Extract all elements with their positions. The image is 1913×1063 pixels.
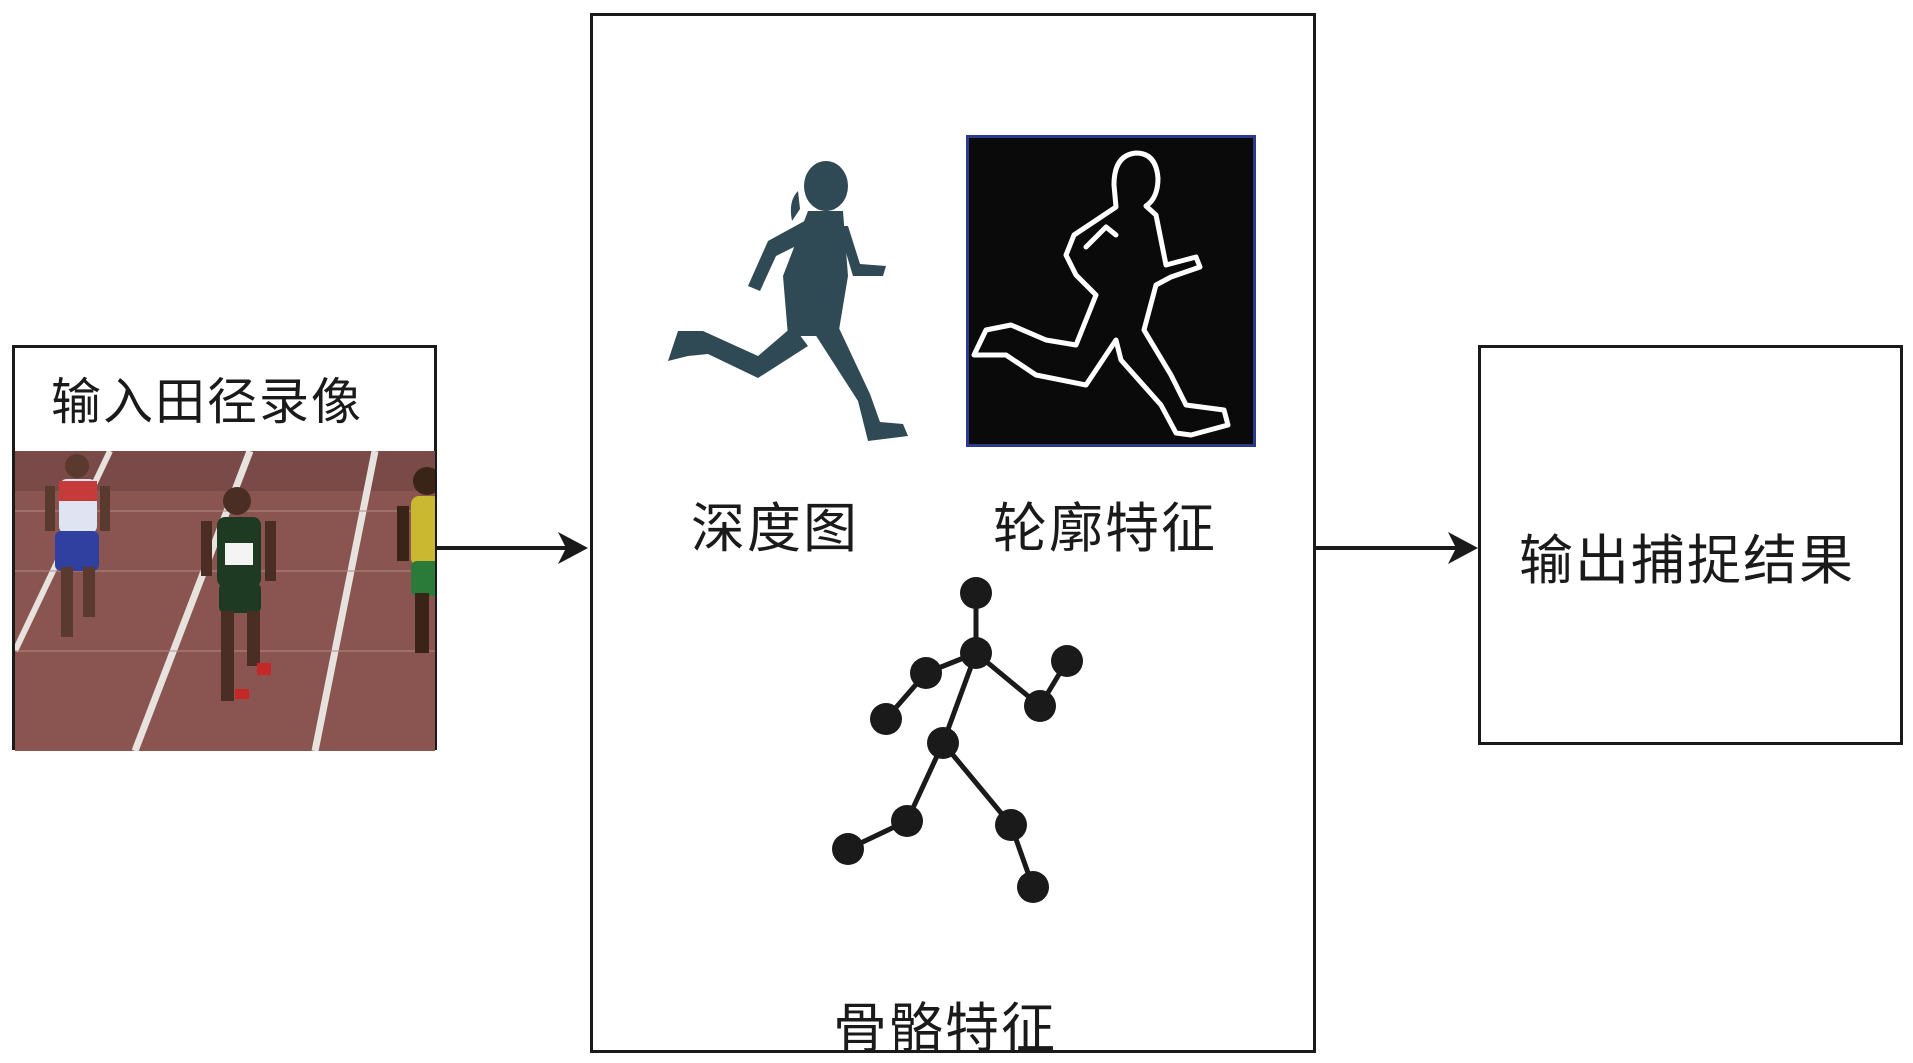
- output-box: 输出捕捉结果: [1478, 345, 1903, 745]
- joint-neck: [960, 637, 992, 669]
- input-label: 输入田径录像: [51, 373, 363, 431]
- joint-left-elbow: [910, 657, 942, 689]
- runner-3: [397, 467, 435, 653]
- joint-right-foot: [1017, 871, 1049, 903]
- arrowhead-2: [1448, 532, 1478, 564]
- joint-right-hand: [1051, 645, 1083, 677]
- depth-label: 深度图: [691, 497, 859, 560]
- feature-box: 深度图 轮廓特征 骨骼特征: [590, 13, 1316, 1060]
- output-label: 输出捕捉结果: [1519, 529, 1855, 592]
- contour-label: 轮廓特征: [993, 497, 1217, 560]
- joint-pelvis: [927, 727, 959, 759]
- joint-right-knee: [995, 809, 1027, 841]
- depth-silhouette: [668, 161, 908, 441]
- runner-2: [201, 487, 276, 701]
- skeleton-label: 骨骼特征: [833, 997, 1057, 1060]
- arrowhead-1: [558, 532, 588, 564]
- joint-left-knee: [891, 805, 923, 837]
- contour-image: [966, 135, 1256, 447]
- joint-right-elbow: [1024, 690, 1056, 722]
- input-box: 输入田径录像: [12, 345, 437, 751]
- joint-left-foot: [832, 833, 864, 865]
- track-photo: [15, 451, 435, 751]
- skeleton-figure: [832, 577, 1083, 903]
- joint-head: [960, 577, 992, 609]
- runner-1: [45, 454, 110, 637]
- joint-left-hand: [870, 703, 902, 735]
